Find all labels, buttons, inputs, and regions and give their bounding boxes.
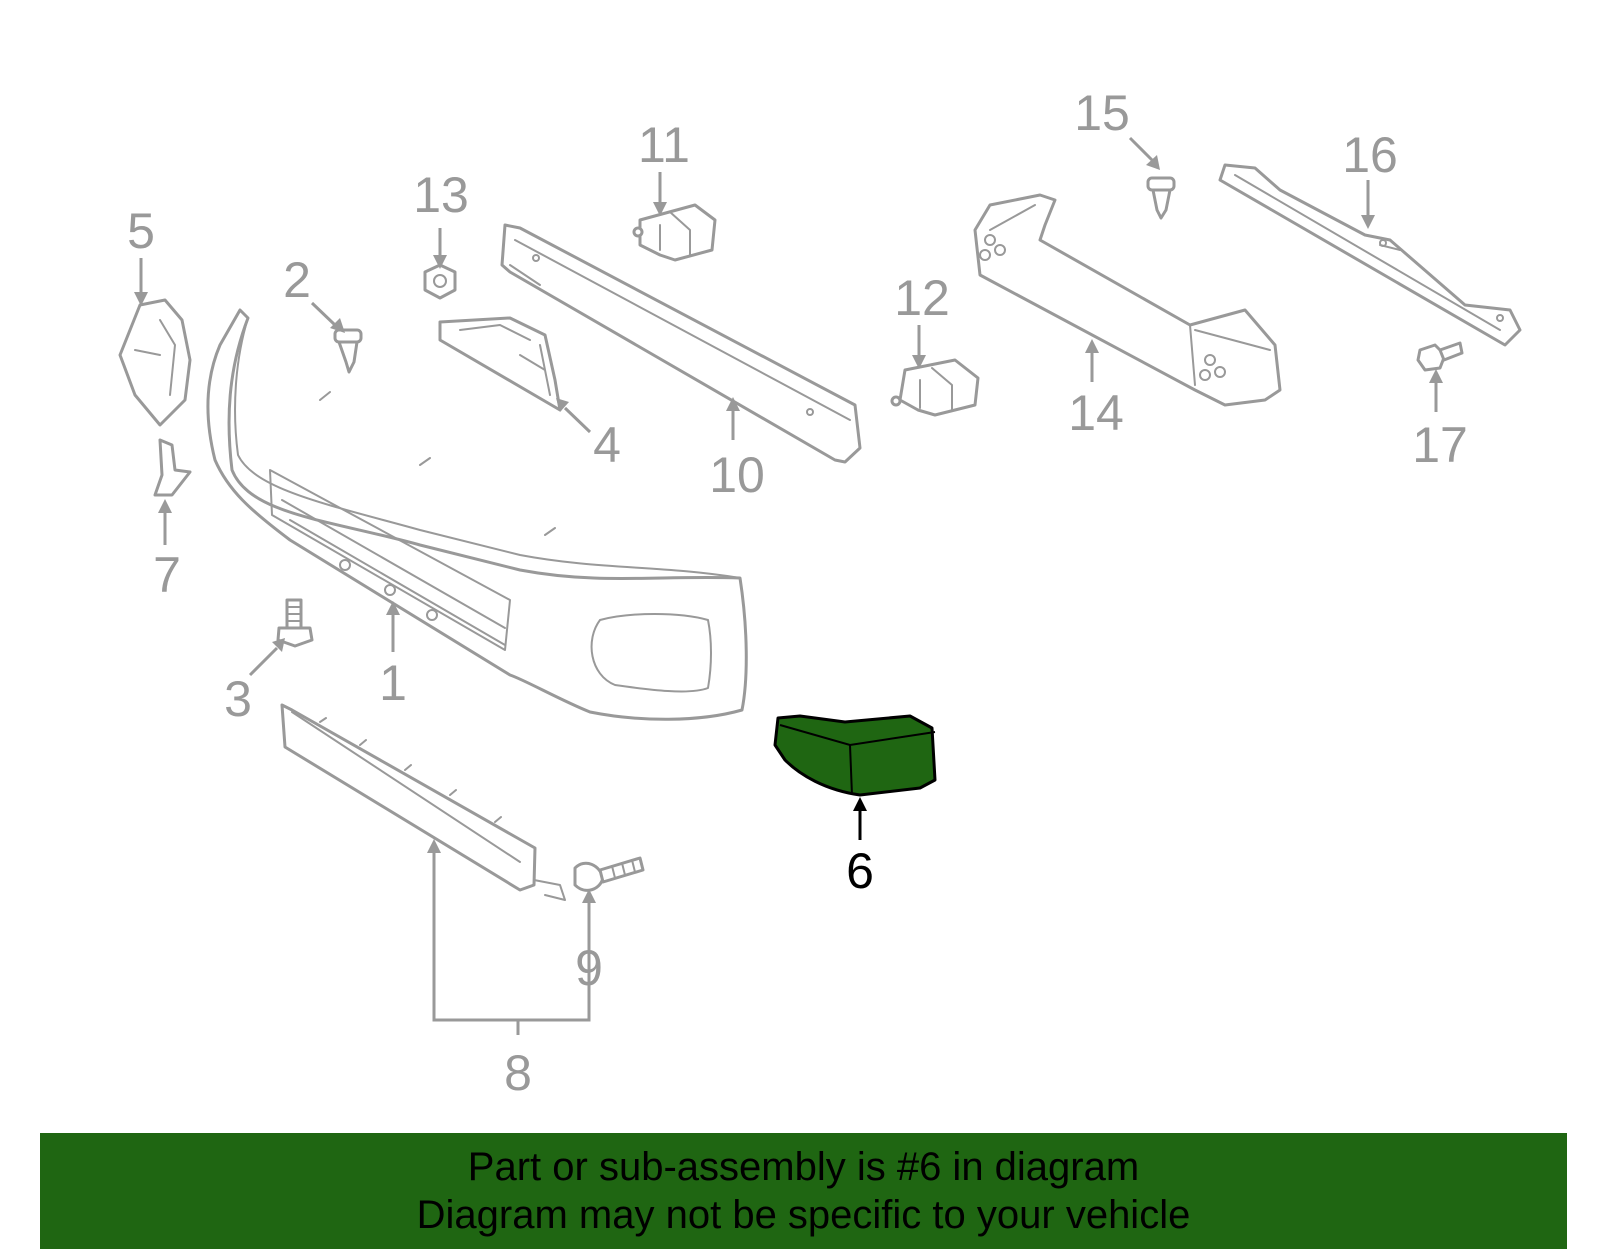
svg-text:12: 12 bbox=[894, 270, 950, 326]
part-17-bolt bbox=[1416, 341, 1464, 372]
callout-8: 8 bbox=[427, 839, 596, 1101]
callout-14: 14 bbox=[1068, 339, 1124, 441]
callout-6: 6 bbox=[846, 797, 874, 899]
part-8-garnish bbox=[280, 703, 566, 901]
callout-11: 11 bbox=[638, 117, 690, 216]
svg-text:15: 15 bbox=[1074, 85, 1130, 141]
callout-7: 7 bbox=[153, 499, 181, 603]
part-12-mount bbox=[890, 358, 980, 417]
callout-3: 3 bbox=[224, 638, 285, 727]
info-banner: Part or sub-assembly is #6 in diagram Di… bbox=[40, 1133, 1567, 1249]
part-9-bolt bbox=[573, 856, 645, 892]
part-10-reinforcement bbox=[500, 223, 862, 464]
callout-2: 2 bbox=[283, 252, 345, 333]
svg-text:3: 3 bbox=[224, 671, 252, 727]
svg-text:8: 8 bbox=[504, 1045, 532, 1101]
svg-text:11: 11 bbox=[638, 117, 690, 173]
svg-text:4: 4 bbox=[593, 417, 621, 473]
svg-text:7: 7 bbox=[153, 547, 181, 603]
callout-10: 10 bbox=[709, 397, 765, 503]
svg-text:1: 1 bbox=[379, 655, 407, 711]
svg-text:10: 10 bbox=[709, 447, 765, 503]
part-16-support bbox=[1218, 163, 1522, 347]
callout-12: 12 bbox=[894, 270, 950, 369]
svg-text:2: 2 bbox=[283, 252, 311, 308]
part-11-mount bbox=[632, 203, 717, 262]
part-4-bracket bbox=[438, 316, 562, 412]
callout-17: 17 bbox=[1412, 369, 1468, 473]
callout-16: 16 bbox=[1342, 127, 1398, 229]
callout-9: 9 bbox=[575, 940, 603, 996]
svg-text:17: 17 bbox=[1412, 417, 1468, 473]
banner-line-disclaimer: Diagram may not be specific to your vehi… bbox=[416, 1193, 1191, 1237]
svg-text:13: 13 bbox=[413, 167, 469, 223]
part-1-bumper-cover bbox=[206, 308, 748, 721]
callout-13: 13 bbox=[413, 167, 469, 269]
part-2-clip bbox=[333, 328, 363, 374]
part-7-bracket bbox=[153, 438, 192, 497]
callout-15: 15 bbox=[1074, 85, 1160, 170]
svg-text:16: 16 bbox=[1342, 127, 1398, 183]
svg-text:9: 9 bbox=[575, 940, 603, 996]
banner-line-part: Part or sub-assembly is #6 in diagram bbox=[467, 1145, 1140, 1189]
part-3-bolt bbox=[276, 598, 314, 648]
part-5-bracket bbox=[118, 298, 192, 427]
part-6-bumper-extension bbox=[773, 714, 937, 797]
svg-text:6: 6 bbox=[846, 843, 874, 899]
callout-4: 4 bbox=[556, 398, 621, 473]
part-13-nut bbox=[423, 263, 457, 300]
svg-text:14: 14 bbox=[1068, 385, 1124, 441]
part-14-absorber bbox=[973, 193, 1282, 407]
svg-text:5: 5 bbox=[127, 203, 155, 259]
callout-1: 1 bbox=[379, 601, 407, 711]
part-15-clip bbox=[1146, 176, 1176, 220]
callout-5: 5 bbox=[127, 203, 155, 306]
